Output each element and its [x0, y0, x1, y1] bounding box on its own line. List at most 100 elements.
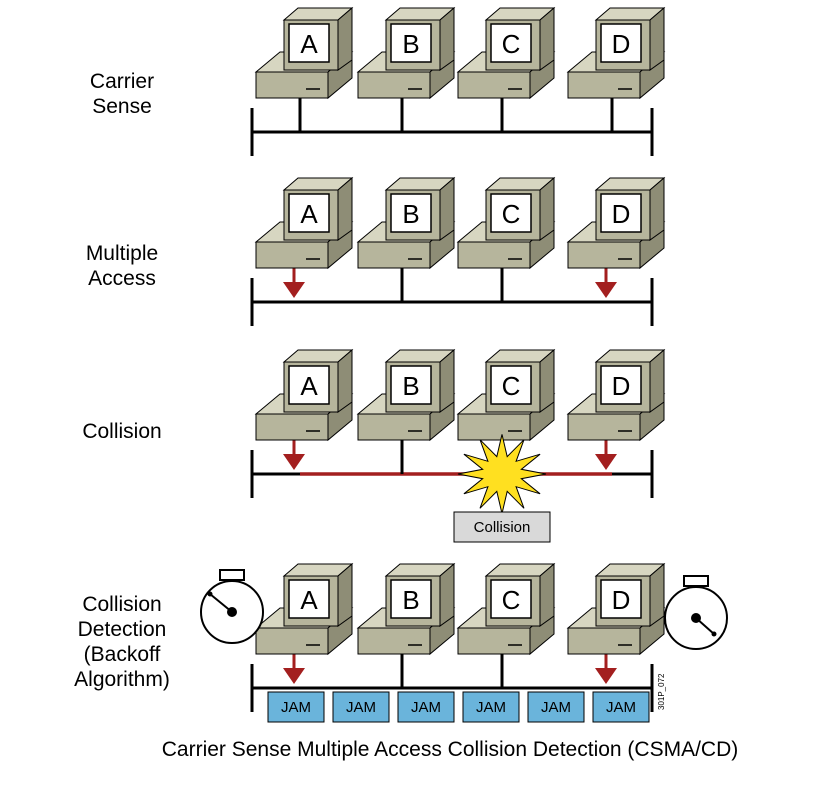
stopwatch-hand: [695, 617, 715, 635]
row-label-line: Multiple: [86, 242, 158, 265]
station-letter: B: [402, 199, 419, 229]
row-label-line: Sense: [92, 95, 152, 118]
computer-b: B: [356, 562, 456, 656]
row-label-line: Carrier: [90, 70, 154, 93]
station-letter: B: [402, 29, 419, 59]
monitor-screen: [390, 193, 432, 233]
computer-d: D: [566, 176, 666, 270]
case-front: [457, 241, 531, 269]
monitor-screen: [600, 23, 642, 63]
station-letter: A: [300, 371, 318, 401]
computer-b: B: [356, 6, 456, 100]
jam-label: JAM: [606, 699, 636, 716]
case-front: [255, 241, 329, 269]
case-front: [255, 627, 329, 655]
arrow-head: [595, 454, 617, 470]
station-letter: A: [300, 199, 318, 229]
monitor-screen: [288, 23, 330, 63]
case-front: [357, 413, 431, 441]
computer-b: B: [356, 176, 456, 270]
station-letter: A: [300, 29, 318, 59]
computer-c: C: [456, 176, 556, 270]
case-front: [567, 71, 641, 99]
computer-c: C: [456, 6, 556, 100]
jam-box: [332, 691, 390, 723]
jam-box: [267, 691, 325, 723]
case-front: [357, 241, 431, 269]
collision-box-label: Collision: [474, 519, 531, 536]
computer-a: A: [254, 562, 354, 656]
monitor-screen: [288, 579, 330, 619]
computer-d: D: [566, 6, 666, 100]
case-front: [567, 413, 641, 441]
jam-label: JAM: [541, 699, 571, 716]
monitor-screen: [600, 365, 642, 405]
case-front: [457, 627, 531, 655]
figure-code: 301P_072: [657, 673, 666, 710]
stopwatch-crown: [219, 569, 245, 581]
jam-label: JAM: [411, 699, 441, 716]
case-front: [255, 71, 329, 99]
arrow-head: [595, 668, 617, 684]
arrow-head: [283, 668, 305, 684]
arrow-head: [595, 282, 617, 298]
computer-d: D: [566, 348, 666, 442]
stopwatch-icon: [664, 575, 728, 650]
row-label-line: Collision: [82, 593, 161, 616]
stopwatch-crown: [683, 575, 709, 587]
case-front: [567, 241, 641, 269]
collision-burst: [457, 434, 547, 514]
computer-c: C: [456, 562, 556, 656]
row-label-line: Collision: [82, 420, 161, 443]
computer-a: A: [254, 6, 354, 100]
row-label-line: Access: [88, 267, 156, 290]
monitor-screen: [490, 579, 532, 619]
computer-b: B: [356, 348, 456, 442]
station-letter: C: [502, 29, 521, 59]
station-letter: B: [402, 585, 419, 615]
row-label-line: Algorithm): [74, 668, 170, 691]
figure-caption: Carrier Sense Multiple Access Collision …: [161, 738, 739, 761]
computer-a: A: [254, 348, 354, 442]
computer-a: A: [254, 176, 354, 270]
jam-box: [592, 691, 650, 723]
monitor-screen: [288, 193, 330, 233]
collision-box: [453, 511, 551, 543]
station-letter: D: [612, 585, 631, 615]
arrow-head: [283, 282, 305, 298]
monitor-screen: [490, 365, 532, 405]
row-label-line: (Backoff: [84, 643, 161, 666]
jam-label: JAM: [346, 699, 376, 716]
jam-box: [527, 691, 585, 723]
case-front: [255, 413, 329, 441]
jam-box: [462, 691, 520, 723]
stopwatch-hand: [209, 593, 233, 613]
station-letter: C: [502, 585, 521, 615]
monitor-screen: [288, 365, 330, 405]
case-front: [567, 627, 641, 655]
monitor-screen: [390, 579, 432, 619]
stopwatch-hand-tip: [207, 591, 213, 597]
monitor-screen: [600, 193, 642, 233]
computer-d: D: [566, 562, 666, 656]
station-letter: B: [402, 371, 419, 401]
case-front: [357, 71, 431, 99]
jam-label: JAM: [281, 699, 311, 716]
row-3: Collision A B C D Collision: [82, 348, 666, 543]
station-letter: C: [502, 371, 521, 401]
jam-box: [397, 691, 455, 723]
computer-c: C: [456, 348, 556, 442]
case-front: [357, 627, 431, 655]
stopwatch-hand-tip: [711, 631, 717, 637]
monitor-screen: [600, 579, 642, 619]
monitor-screen: [490, 23, 532, 63]
row-label-line: Detection: [78, 618, 167, 641]
monitor-screen: [490, 193, 532, 233]
station-letter: D: [612, 29, 631, 59]
